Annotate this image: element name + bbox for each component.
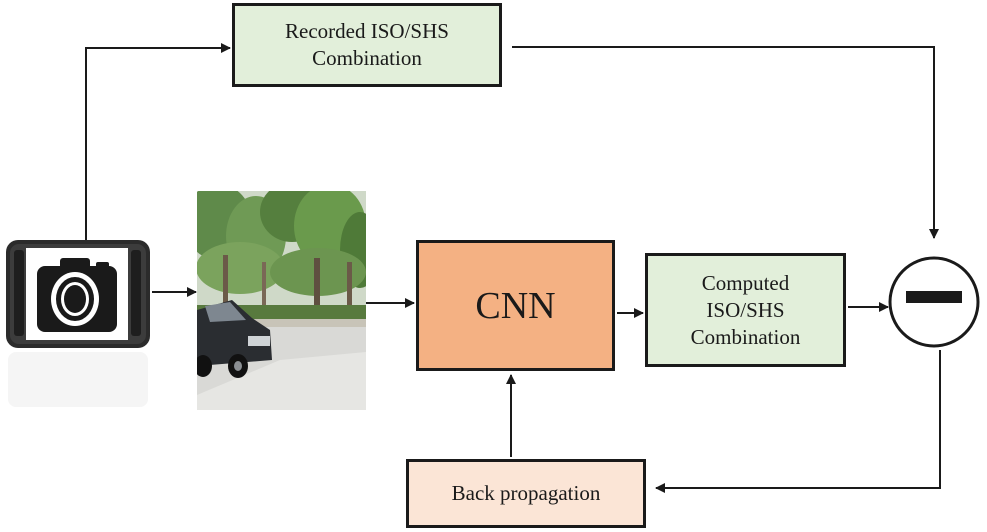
computed-box-label: Computed ISO/SHS Combination <box>691 270 801 351</box>
cnn-box: CNN <box>416 240 615 371</box>
back-propagation-label: Back propagation <box>451 481 601 505</box>
back-propagation-box: Back propagation <box>406 459 646 528</box>
recorded-line-2: Combination <box>312 46 422 70</box>
recorded-box-label: Recorded ISO/SHS Combination <box>285 18 449 72</box>
subtract-node <box>888 256 980 348</box>
computed-line-3: Combination <box>690 324 801 349</box>
camera-phone-icon <box>6 240 150 407</box>
camera-icon <box>37 258 117 332</box>
computed-line-2: ISO/SHS <box>706 297 785 322</box>
recorded-line-1: Recorded ISO/SHS <box>285 19 449 43</box>
arrow-recorded-to-subtract <box>512 46 939 239</box>
arrow-phone-to-recorded <box>85 43 231 240</box>
cnn-label: CNN <box>475 284 556 327</box>
car-shape <box>197 300 272 378</box>
recorded-iso-shs-box: Recorded ISO/SHS Combination <box>232 3 502 87</box>
arrow-subtract-to-backprop <box>655 350 941 493</box>
road-scene-image <box>197 191 366 410</box>
minus-icon <box>906 291 962 303</box>
computed-iso-shs-box: Computed ISO/SHS Combination <box>645 253 846 367</box>
computed-line-1: Computed <box>701 270 790 295</box>
